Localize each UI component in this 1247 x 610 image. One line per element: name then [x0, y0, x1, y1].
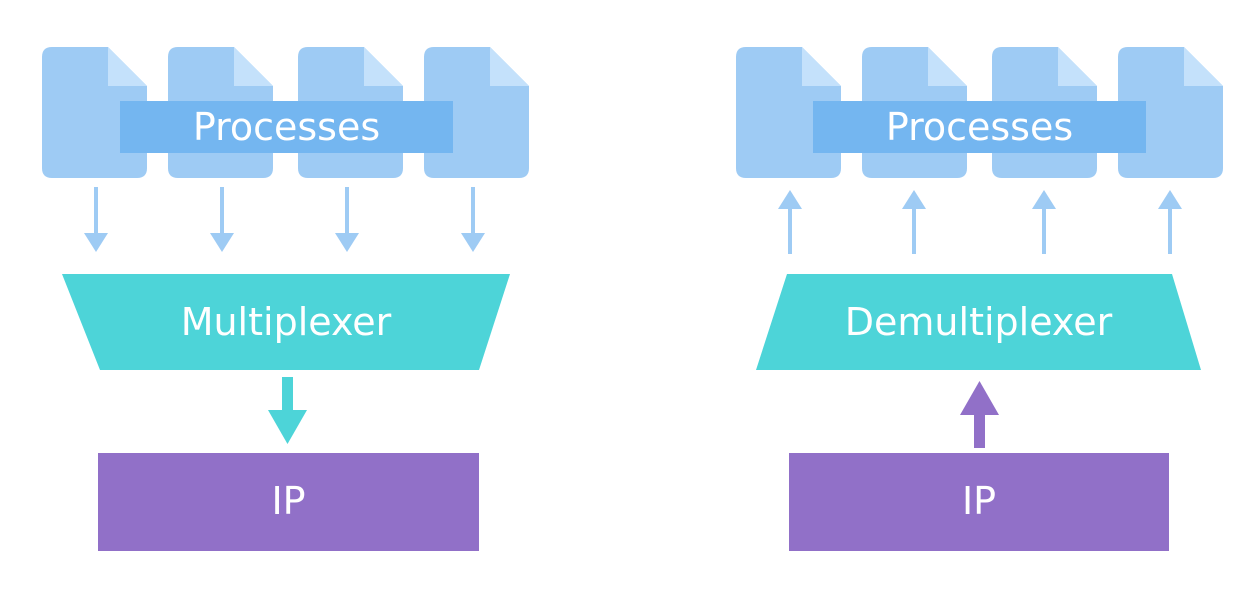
up-arrow-icon: [1158, 190, 1182, 254]
ip-label-left: IP: [271, 479, 306, 523]
processes-label-left: Processes: [192, 105, 381, 149]
multiplexer-section: [42, 47, 529, 551]
multiplexer-label: Multiplexer: [180, 300, 392, 344]
up-arrow-icon: [1032, 190, 1056, 254]
mux-to-ip-arrow-icon: [268, 377, 307, 444]
down-arrow-icon: [84, 187, 108, 252]
ip-block-right: [789, 453, 1169, 551]
ip-block-left: [98, 453, 479, 551]
down-arrow-icon: [210, 187, 234, 252]
processes-bar: [813, 101, 1146, 153]
down-arrow-icon: [335, 187, 359, 252]
up-arrow-icon: [902, 190, 926, 254]
processes-label-right: Processes: [885, 105, 1074, 149]
demultiplexer-label: Demultiplexer: [844, 300, 1113, 344]
processes-bar: [120, 101, 453, 153]
ip-to-demux-arrow-icon: [960, 381, 999, 448]
up-arrow-icon: [778, 190, 802, 254]
ip-label-right: IP: [961, 479, 997, 523]
down-arrow-icon: [461, 187, 485, 252]
demultiplexer-section: [736, 47, 1223, 551]
multiplexer-block: [62, 274, 510, 370]
demultiplexer-block: [756, 274, 1201, 370]
